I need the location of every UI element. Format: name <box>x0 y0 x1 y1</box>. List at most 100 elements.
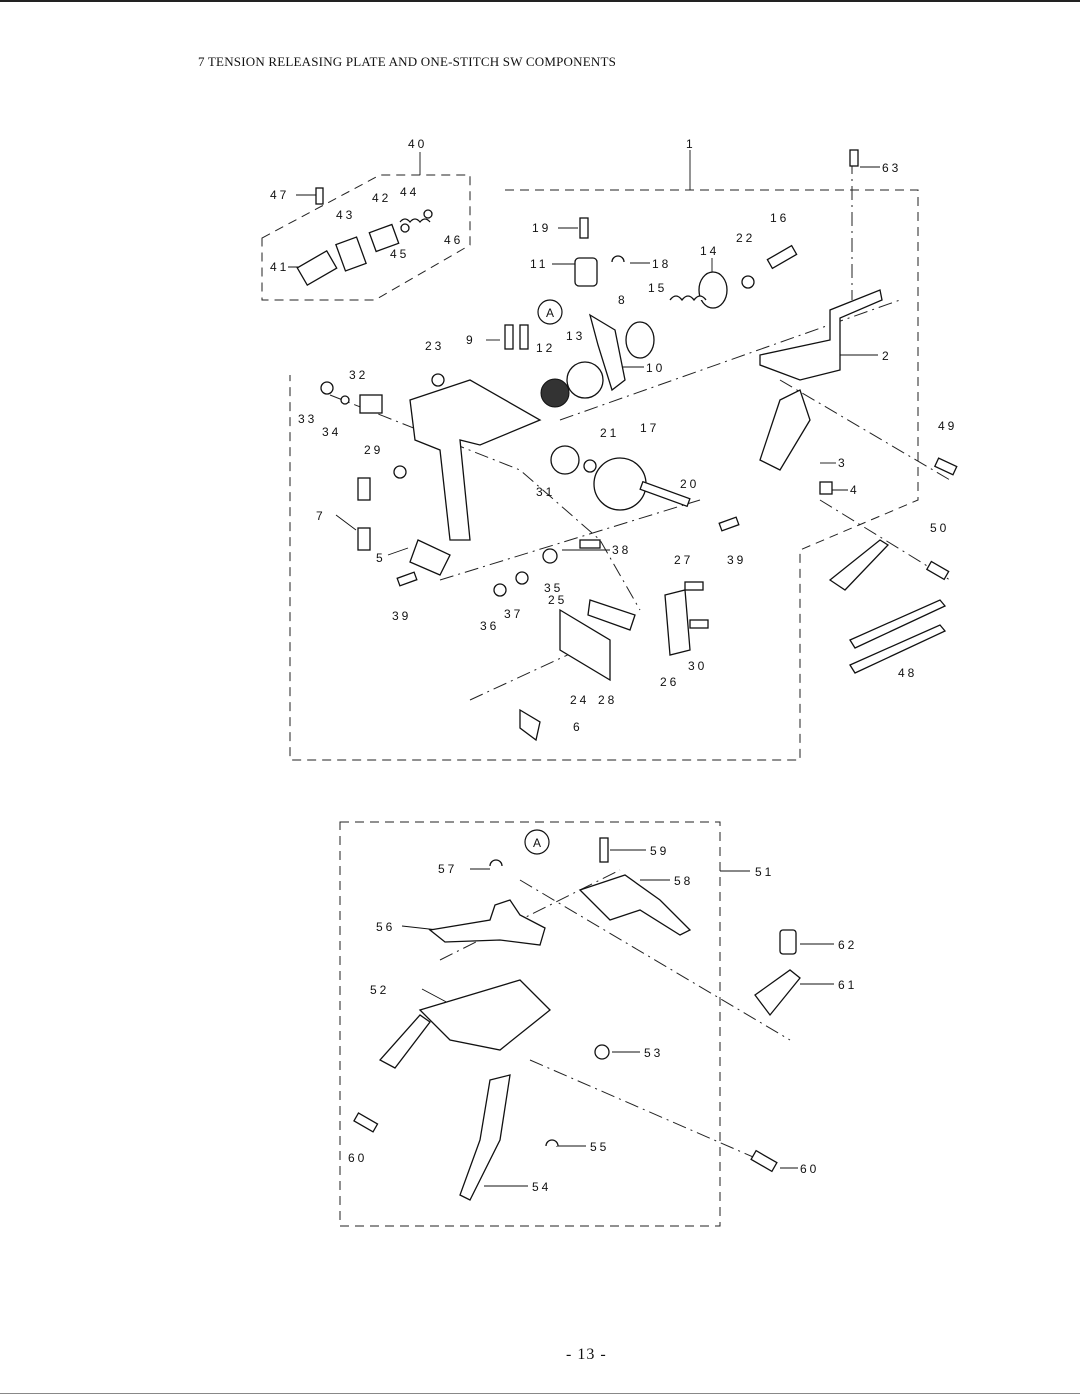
part-label: 63 <box>882 161 901 175</box>
plate-32 <box>359 394 383 414</box>
part-label: 33 <box>298 412 317 426</box>
lever-50 <box>828 539 890 591</box>
part-label: 4 <box>850 483 860 497</box>
washer-21 <box>583 459 597 473</box>
spring-15 <box>669 295 707 302</box>
callout-circle-a-bottom <box>524 829 550 855</box>
part-label: 22 <box>736 231 755 245</box>
lever-42 <box>368 223 400 253</box>
subassembly-51-frame <box>339 821 721 1227</box>
part-label: 21 <box>600 426 619 440</box>
washer-37 <box>515 571 529 585</box>
lever-13 <box>588 313 626 392</box>
bracket-43 <box>335 236 367 272</box>
screw-9 <box>519 324 529 350</box>
callout-circle-a-top <box>537 299 563 325</box>
plate-25 <box>587 599 636 631</box>
screw-19 <box>579 217 589 239</box>
part-label: 39 <box>727 553 746 567</box>
washer-36 <box>493 583 507 597</box>
screw-62 <box>779 929 797 955</box>
screw-60 <box>750 1149 778 1173</box>
part-label: 34 <box>322 425 341 439</box>
part-label: 52 <box>370 983 389 997</box>
nut-29 <box>393 465 407 479</box>
rail-48 <box>849 599 947 649</box>
tension-plate-41 <box>296 249 338 287</box>
guide-7 <box>357 477 371 501</box>
part-label: 45 <box>390 247 409 261</box>
part-label: 19 <box>532 221 551 235</box>
part-label: 36 <box>480 619 499 633</box>
shaft-20 <box>639 480 691 508</box>
part-label: 8 <box>618 293 628 307</box>
part-label: 11 <box>530 257 548 271</box>
part-label: 61 <box>838 978 857 992</box>
part-label: 54 <box>532 1180 551 1194</box>
assembly-axis <box>779 379 951 481</box>
part-label: 48 <box>898 666 917 680</box>
gear-17 <box>593 457 647 511</box>
callout-a-bottom: A <box>533 836 541 850</box>
part-label: 10 <box>646 361 665 375</box>
part-label: 15 <box>648 281 667 295</box>
lever-58 <box>578 874 692 936</box>
screw-33 <box>320 381 334 395</box>
part-label: 28 <box>598 693 617 707</box>
lever-56 <box>428 899 546 946</box>
rail-48 <box>849 624 947 674</box>
washer-34 <box>340 395 350 405</box>
page-number: - 13 - <box>566 1346 607 1363</box>
gear-12 <box>540 378 570 408</box>
clip-6 <box>519 708 541 742</box>
lever-3 <box>759 389 811 471</box>
screw-47 <box>315 187 324 205</box>
cam-8 <box>625 321 655 359</box>
assembly-axis <box>529 1059 761 1161</box>
plate-24 <box>559 608 611 682</box>
callout-a-top: A <box>546 306 554 320</box>
part-label: 55 <box>590 1140 609 1154</box>
nut-23 <box>431 373 445 387</box>
part-label: 44 <box>400 185 419 199</box>
lever-54 <box>459 1074 511 1201</box>
screw-50 <box>925 560 950 581</box>
part-label: 40 <box>408 137 427 151</box>
part-label: 59 <box>650 844 669 858</box>
link-26 <box>664 589 691 656</box>
part-label: 56 <box>376 920 395 934</box>
part-label: 35 <box>544 581 563 595</box>
part-label: 51 <box>755 865 774 879</box>
cam-31 <box>550 445 580 475</box>
retaining-ring-18 <box>611 255 625 263</box>
part-label: 5 <box>376 551 386 565</box>
bracket-61 <box>754 969 801 1017</box>
e-ring-57 <box>489 859 503 867</box>
part-label: 41 <box>270 260 289 274</box>
part-label: 49 <box>938 419 957 433</box>
part-label: 7 <box>316 509 326 523</box>
assembly-axis <box>439 869 621 961</box>
part-label: 27 <box>674 553 693 567</box>
part-label: 2 <box>882 349 892 363</box>
part-label: 25 <box>548 593 567 607</box>
part-label: 12 <box>536 341 555 355</box>
part-label: 29 <box>364 443 383 457</box>
part-label: 57 <box>438 862 457 876</box>
part-label: 20 <box>680 477 699 491</box>
screw-9 <box>504 324 514 350</box>
part-label: 37 <box>504 607 523 621</box>
part-label: 58 <box>674 874 693 888</box>
part-number-labels: 1 2 3 4 5 6 7 8 9 10 11 12 13 14 15 16 1… <box>270 137 957 1194</box>
part-label: 17 <box>640 421 659 435</box>
part-label: 53 <box>644 1046 663 1060</box>
washer-53 <box>594 1044 610 1060</box>
part-label: 16 <box>770 211 789 225</box>
part-label: 1 <box>686 137 696 151</box>
screw-39 <box>396 571 418 587</box>
assembly-axis <box>559 299 901 421</box>
screw-59 <box>599 837 609 863</box>
roller-35 <box>542 548 558 564</box>
screw-49 <box>933 457 958 476</box>
